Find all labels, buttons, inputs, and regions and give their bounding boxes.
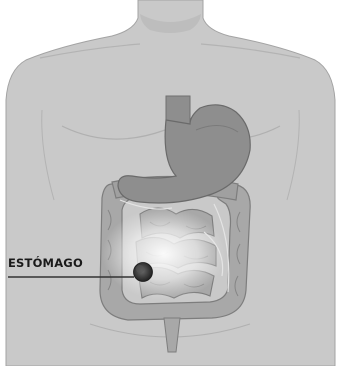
stomach-label: ESTÓMAGO: [8, 256, 83, 270]
tumor-mass-lobe: [136, 265, 144, 273]
tumor-mass: [134, 263, 153, 282]
stomach-highlight: [102, 208, 226, 300]
esophagus: [166, 96, 190, 124]
